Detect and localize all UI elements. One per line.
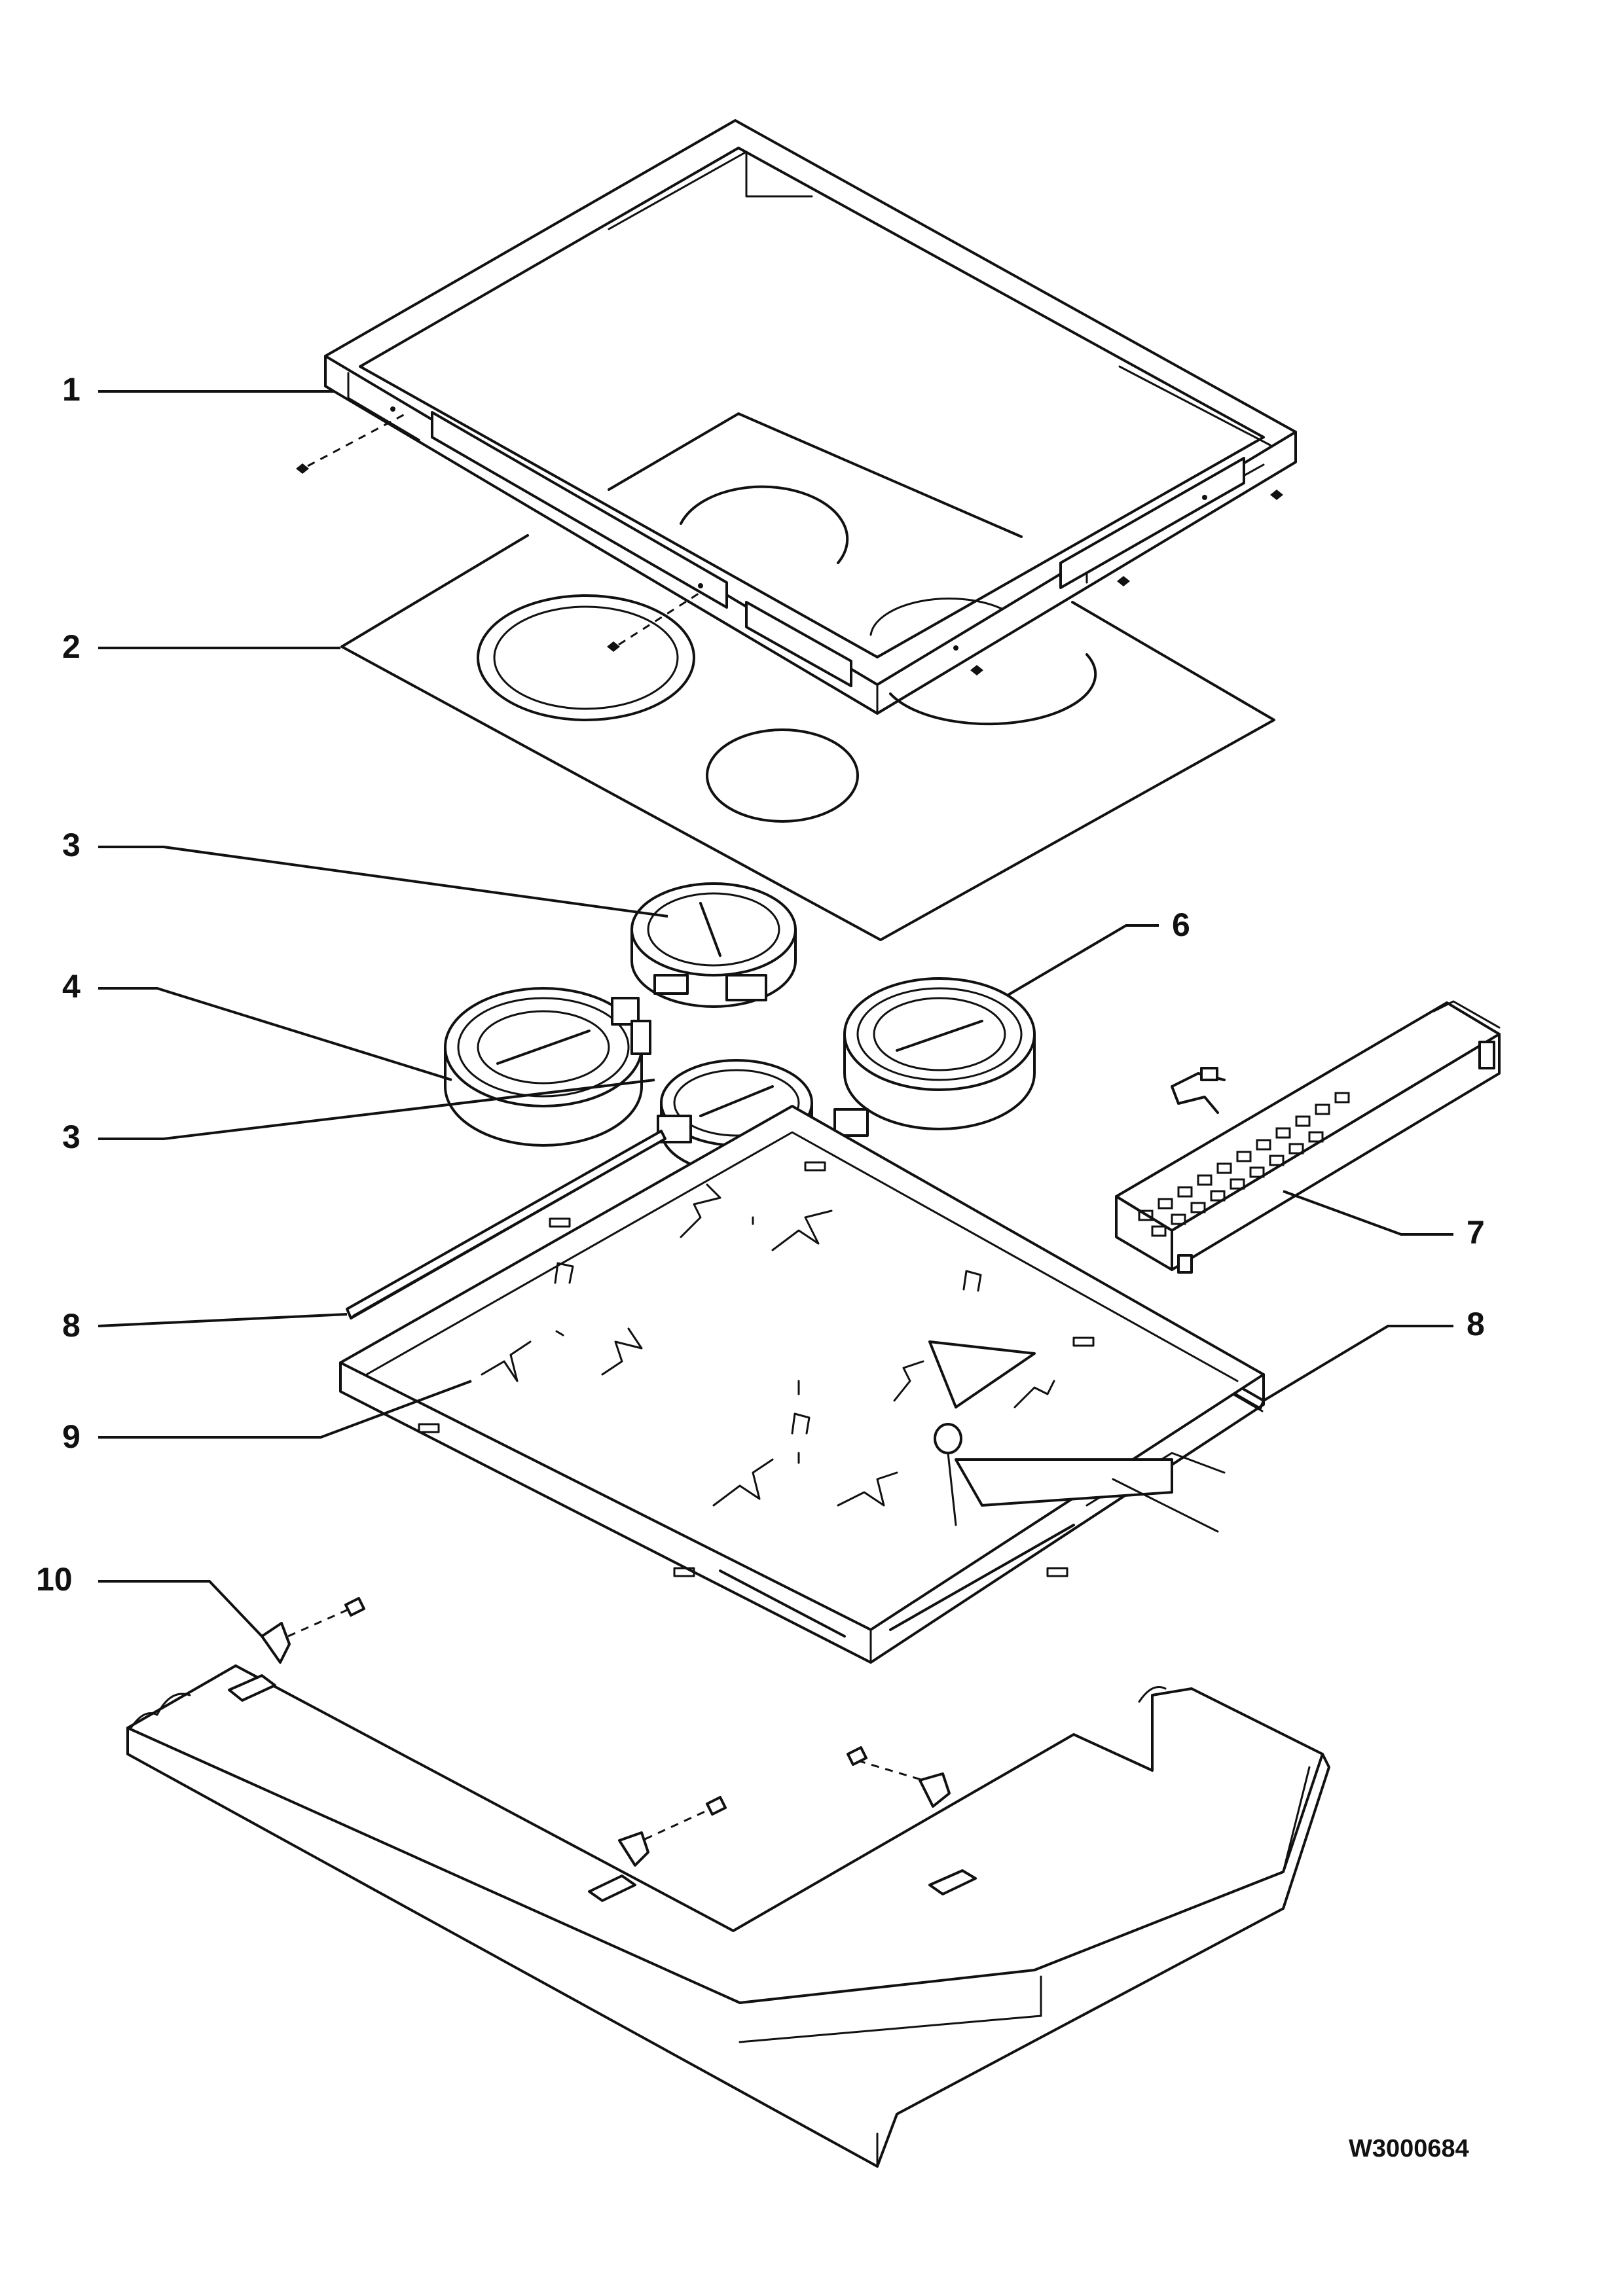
callout-3-lower: 3 — [62, 1079, 655, 1155]
svg-text:6: 6 — [1172, 906, 1190, 943]
surface-element-large-right — [833, 977, 1036, 1137]
screw-icon — [1117, 576, 1130, 586]
svg-text:9: 9 — [62, 1418, 81, 1455]
callout-4: 4 — [62, 968, 452, 1081]
side-rail-left — [346, 1130, 666, 1319]
svg-text:2: 2 — [62, 628, 81, 665]
cooktop-box — [126, 1664, 1330, 2168]
svg-text:10: 10 — [36, 1561, 73, 1598]
screw-icon — [1270, 490, 1283, 500]
glass-cooktop — [340, 412, 1275, 941]
svg-text:8: 8 — [1467, 1306, 1485, 1342]
callout-8-left: 8 — [62, 1307, 348, 1344]
mounting-clip — [618, 1796, 727, 1867]
switch-buttons-group — [1138, 1092, 1350, 1237]
support-brackets-group — [481, 1183, 1055, 1507]
callout-9: 9 — [62, 1380, 472, 1455]
mounting-clip — [261, 1597, 365, 1664]
callout-3-upper: 3 — [62, 827, 668, 918]
svg-text:3: 3 — [62, 1119, 81, 1155]
svg-text:8: 8 — [62, 1307, 81, 1344]
svg-text:1: 1 — [62, 371, 81, 408]
callout-7: 7 — [1283, 1190, 1485, 1251]
callout-1: 1 — [62, 371, 334, 408]
mounting-clip — [847, 1746, 951, 1808]
trim-frame — [324, 119, 1297, 715]
surface-element-small-rear — [630, 882, 797, 1008]
callout-10: 10 — [36, 1561, 263, 1638]
svg-text:3: 3 — [62, 827, 81, 863]
surface-element-large-dual — [444, 987, 651, 1147]
callout-8-right: 8 — [1262, 1306, 1485, 1402]
svg-text:4: 4 — [62, 968, 81, 1005]
callout-2: 2 — [62, 628, 340, 665]
element-support-pan — [339, 1105, 1265, 1664]
control-panel-switch-board — [1115, 1000, 1501, 1274]
figure-code: W3000684 — [1349, 2135, 1469, 2162]
screw-icon — [296, 412, 407, 474]
svg-text:7: 7 — [1467, 1214, 1485, 1251]
callout-6: 6 — [1007, 906, 1190, 996]
